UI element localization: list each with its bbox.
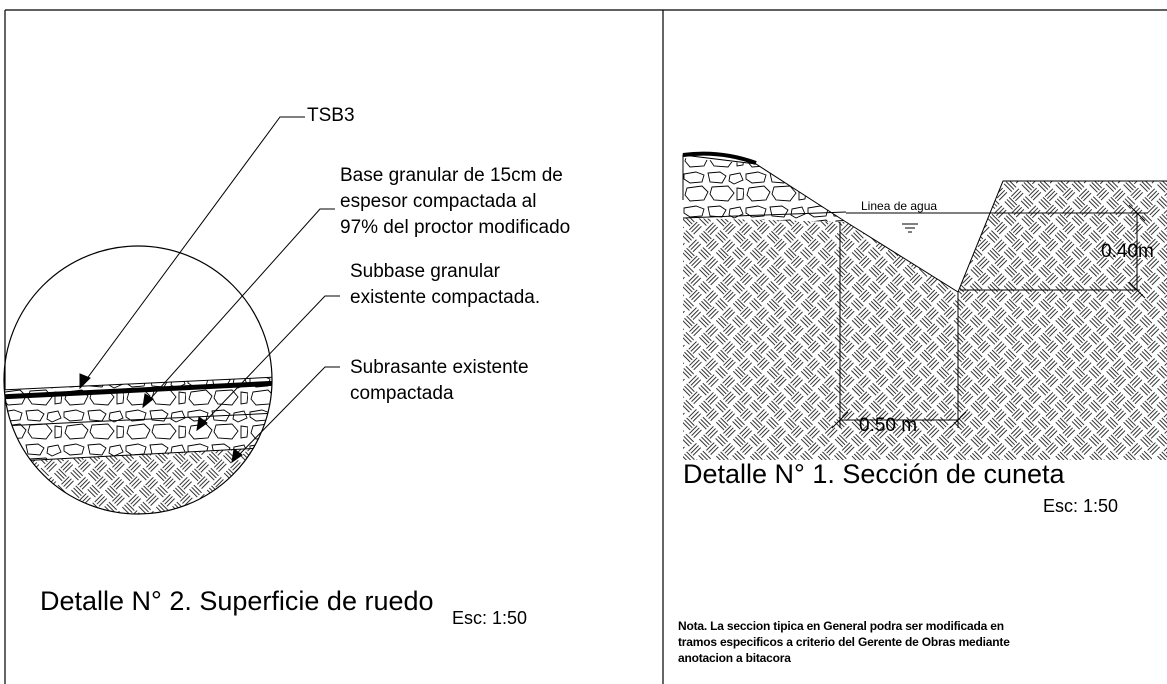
ditch-base-line — [682, 211, 847, 219]
base-label-line3: 97% del proctor modificado — [340, 217, 571, 238]
detail-2-scale: Esc: 1:50 — [452, 608, 528, 628]
note-line1: Nota. La seccion tipica en General podra… — [678, 619, 1004, 633]
leader-tsb3 — [79, 116, 305, 390]
note-line3: anotacion a bitacora — [678, 651, 791, 665]
leader-subgrade — [231, 366, 340, 464]
subbase-label-line1: Subbase granular — [350, 261, 500, 282]
ditch-profile — [682, 154, 1167, 293]
water-line-label: Linea de agua — [861, 199, 938, 213]
base-label-line1: Base granular de 15cm de — [340, 165, 563, 186]
leader-subbase — [196, 295, 340, 432]
depth-dimension-label: 0.40m — [1101, 241, 1154, 262]
tsb3-label: TSB3 — [307, 105, 355, 126]
detail-circle-outline — [3, 245, 273, 515]
subgrade-label-line2: compactada — [350, 383, 454, 404]
subgrade-label-line1: Subrasante existente — [350, 357, 529, 378]
leader-base — [142, 208, 335, 409]
ditch-pavement-edge — [682, 151, 757, 165]
width-dimension-label: 0.50 m — [859, 415, 918, 436]
width-dimension — [831, 222, 967, 429]
base-label-line2: espesor compactada al — [340, 191, 537, 212]
detail-1-title: Detalle N° 1. Sección de cuneta — [683, 459, 1065, 489]
water-level-symbol — [902, 223, 918, 233]
tsb3-surface-layer — [4, 379, 272, 400]
ditch-stone-layer — [683, 158, 846, 222]
depth-dimension — [960, 204, 1146, 299]
detail-1-scale: Esc: 1:50 — [1043, 496, 1119, 516]
detail-2-title: Detalle N° 2. Superficie de ruedo — [40, 586, 434, 616]
subbase-label-line2: existente compactada. — [350, 287, 541, 308]
note-line2: tramos especificos a criterio del Gerent… — [678, 635, 1010, 649]
detail-circle — [4, 375, 272, 514]
